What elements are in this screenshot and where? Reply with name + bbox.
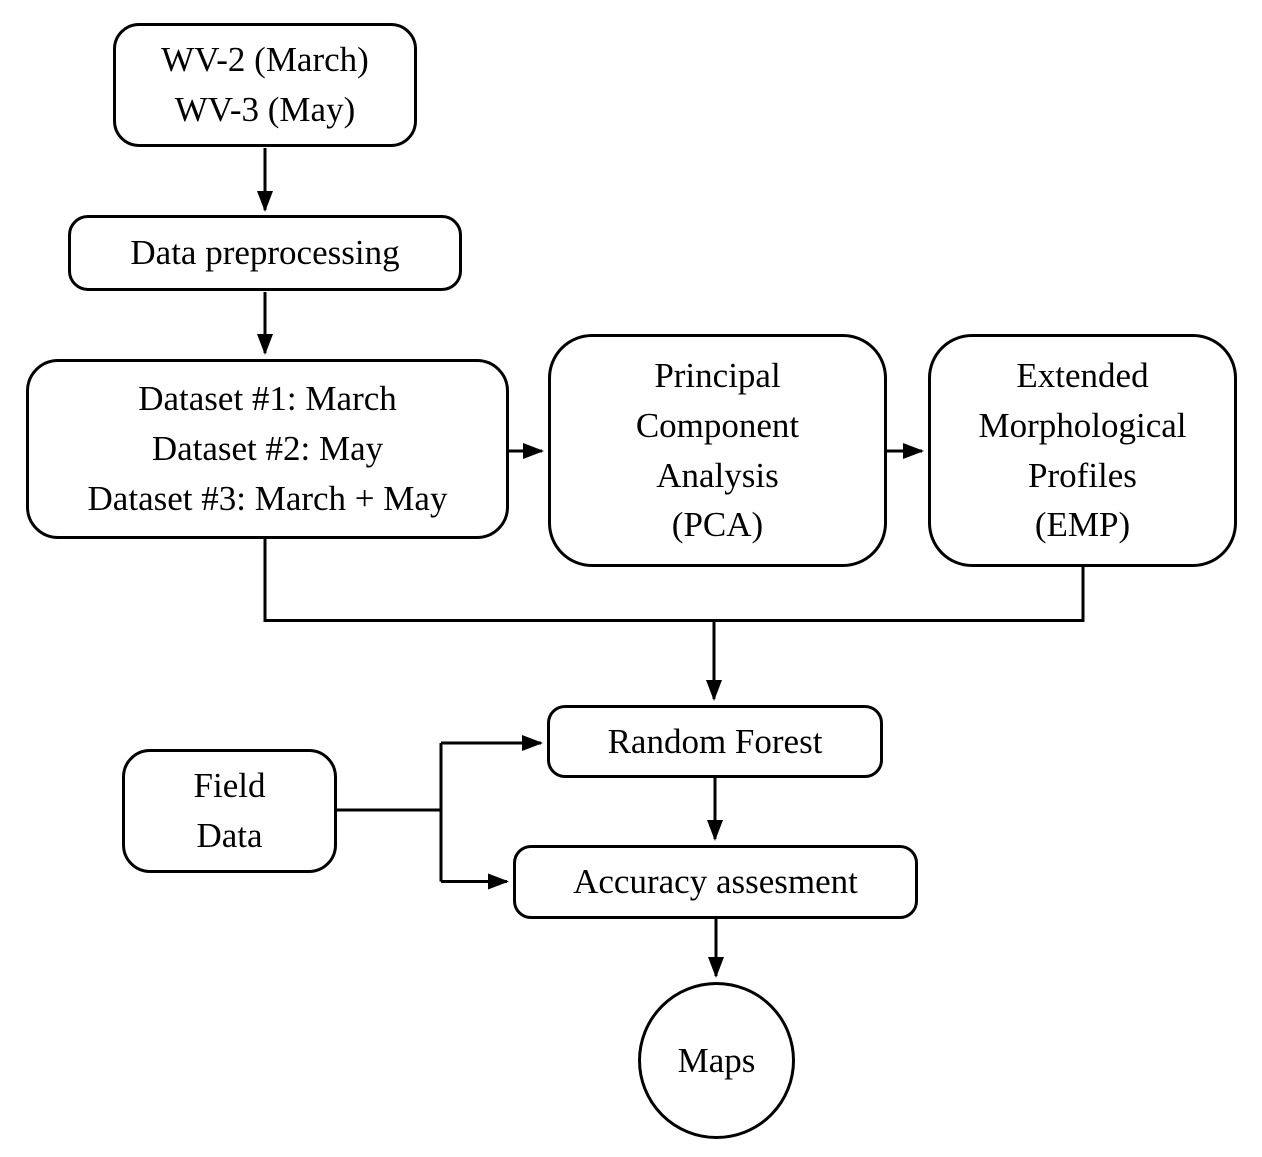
junction-line-datasets-emp xyxy=(263,539,1085,622)
node-pca-line-4: (PCA) xyxy=(671,505,764,545)
node-field-data-line-1: Field xyxy=(193,766,266,806)
node-wv-sources: WV-2 (March) WV-3 (May) xyxy=(113,23,417,147)
node-emp: Extended Morphological Profiles (EMP) xyxy=(928,334,1237,567)
node-accuracy-assessment-label: Accuracy assesment xyxy=(573,862,858,902)
node-random-forest-label: Random Forest xyxy=(607,721,823,761)
node-wv-line-1: WV-2 (March) xyxy=(161,40,369,80)
node-emp-line-3: Profiles xyxy=(1028,455,1137,495)
node-datasets-line-1: Dataset #1: March xyxy=(138,379,397,419)
node-datasets: Dataset #1: March Dataset #2: May Datase… xyxy=(26,359,509,539)
node-emp-line-4: (EMP) xyxy=(1034,505,1131,545)
node-pca: Principal Component Analysis (PCA) xyxy=(548,334,887,567)
node-datasets-line-3: Dataset #3: March + May xyxy=(87,478,448,518)
node-wv-line-2: WV-3 (May) xyxy=(174,90,356,129)
node-pca-line-3: Analysis xyxy=(656,455,779,495)
node-accuracy-assessment: Accuracy assesment xyxy=(513,845,918,919)
node-data-preprocessing-label: Data preprocessing xyxy=(130,233,400,273)
node-pca-line-1: Principal xyxy=(654,356,781,396)
node-emp-line-2: Morphological xyxy=(978,405,1187,445)
node-datasets-line-2: Dataset #2: May xyxy=(151,429,384,469)
node-maps: Maps xyxy=(638,982,795,1139)
node-field-data-line-2: Data xyxy=(196,816,263,855)
node-field-data: Field Data xyxy=(122,749,337,873)
node-pca-line-2: Component xyxy=(635,405,800,445)
node-emp-line-1: Extended xyxy=(1016,356,1149,396)
node-data-preprocessing: Data preprocessing xyxy=(68,215,462,291)
node-random-forest: Random Forest xyxy=(547,705,883,778)
node-maps-label: Maps xyxy=(677,1040,756,1080)
